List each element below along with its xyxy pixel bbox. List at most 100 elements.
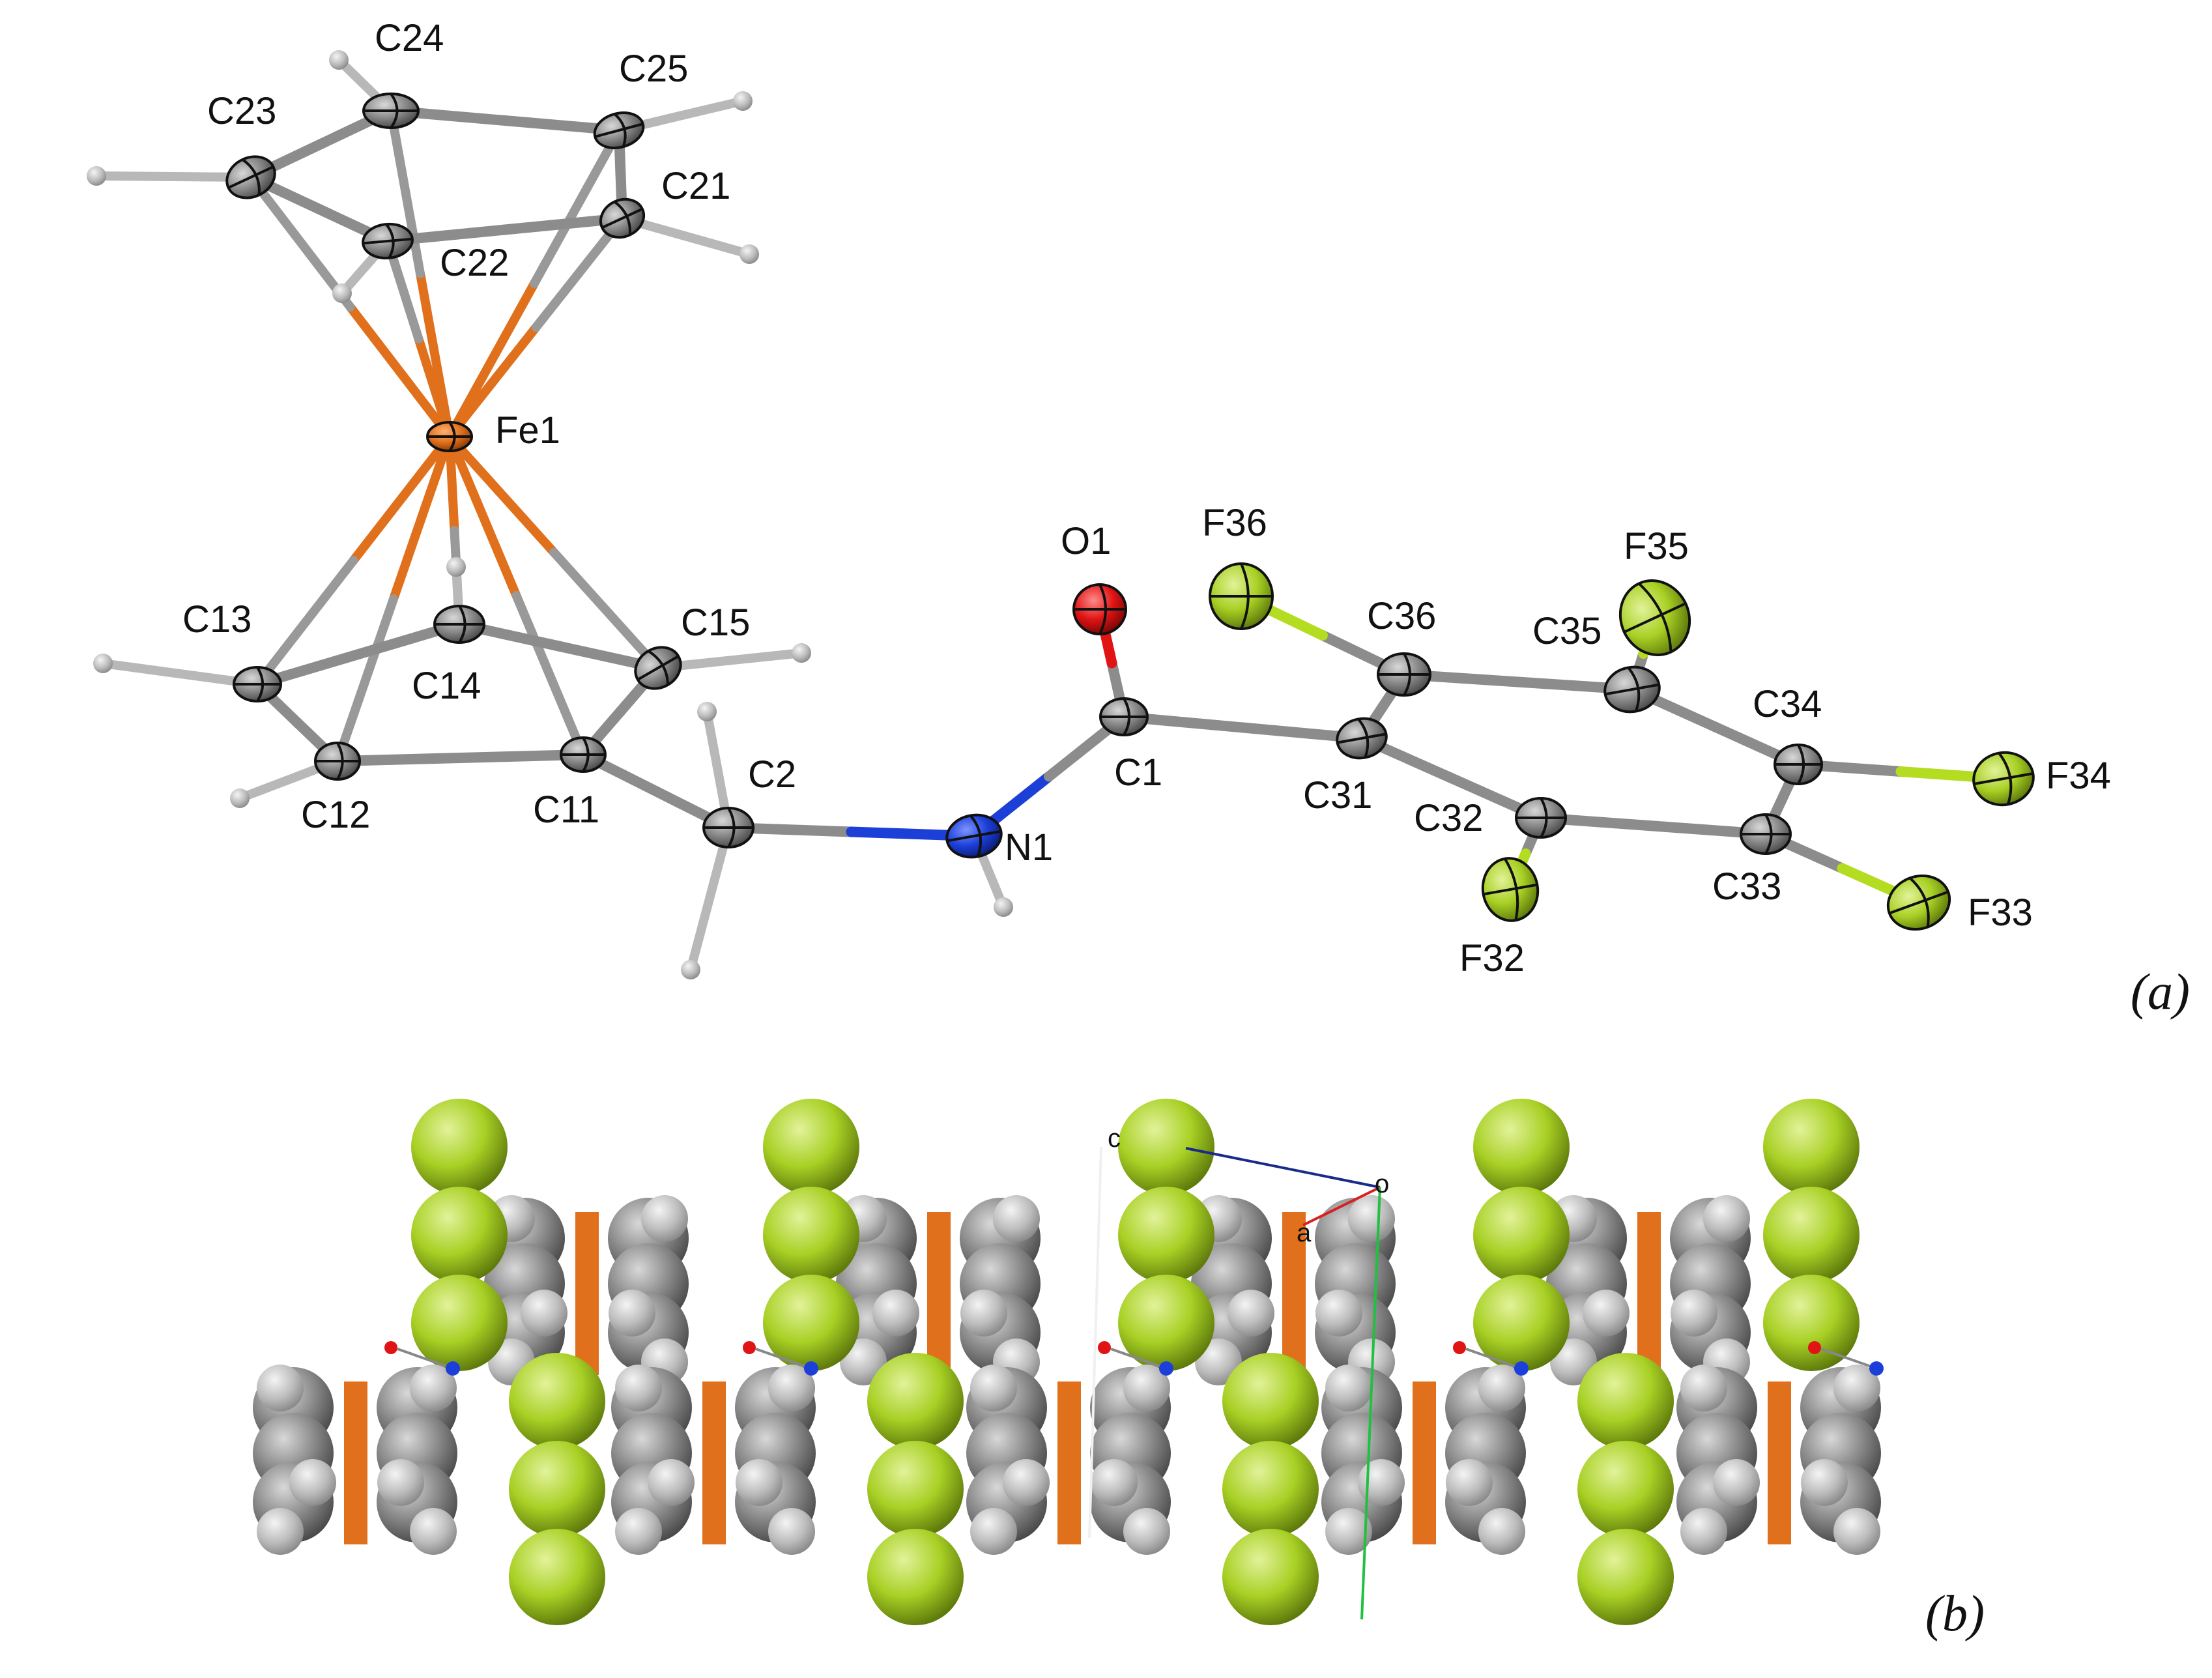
molecular-structure-panel: Fe1C21C22C23C24C25C11C12C13C14C15C2N1C1O… xyxy=(87,17,2190,1020)
bottom-ferrocene-4-hydrogen-0 xyxy=(1680,1365,1727,1411)
bottom-fluoro-stack-0-fluorine-2 xyxy=(509,1529,605,1625)
atom-f34-axis-1 xyxy=(1974,772,2033,785)
unit-cell-axes: c a o xyxy=(1088,1124,1389,1620)
atom-label-c15: C15 xyxy=(681,601,750,644)
axis-b-line xyxy=(1360,1187,1381,1620)
bottom-ferrocene-4-hydrogen-5 xyxy=(1801,1459,1848,1506)
atom-label-c21: C21 xyxy=(661,165,730,207)
atom-c2 xyxy=(702,807,754,848)
cell-edge-line xyxy=(1088,1146,1102,1539)
bottom-fluoro-stack-1-fluorine-2 xyxy=(867,1529,964,1625)
hydrogen-atoms xyxy=(87,50,1013,979)
atom-c15-axis-2 xyxy=(647,650,669,686)
crystal-packing-panel: c a o (b) xyxy=(253,1099,1985,1642)
bottom-fluoro-stack-2-fluorine-1 xyxy=(1222,1441,1319,1537)
top-fluoro-stack-3-fluorine-2 xyxy=(1473,1275,1570,1371)
atom-label-f36: F36 xyxy=(1202,502,1267,544)
bottom-ferrocene-2-hydrogen-4 xyxy=(1003,1459,1050,1506)
atom-c15 xyxy=(634,646,682,690)
atom-c13 xyxy=(233,666,282,702)
bottom-ferrocene-3-hydrogen-1 xyxy=(1325,1508,1372,1555)
atom-f32 xyxy=(1481,857,1540,922)
atom-c33 xyxy=(1740,813,1792,855)
atom-o1 xyxy=(1072,583,1127,635)
bottom-ferrocene-0-hydrogen-2 xyxy=(410,1365,457,1411)
atom-c14 xyxy=(433,605,485,644)
fe-c12-bond-carbon-half xyxy=(333,594,398,766)
atom-n1 xyxy=(945,813,1003,859)
atom-label-c11: C11 xyxy=(533,788,599,831)
atom-label-c22: C22 xyxy=(440,242,509,284)
top-ferrocene-3-hydrogen-5 xyxy=(1671,1290,1717,1337)
bottom-ferrocene-3-iron-column xyxy=(1413,1381,1436,1544)
top-fluoro-stack-1-fluorine-1 xyxy=(763,1187,859,1283)
bottom-fluoro-stack-3-fluorine-0 xyxy=(1577,1353,1674,1449)
top-ferrocene-1-hydrogen-5 xyxy=(960,1290,1007,1337)
atom-c1 xyxy=(1099,697,1149,736)
fe-c15-bond-carbon-half xyxy=(549,547,663,673)
top-fluoro-stack-0-fluorine-1 xyxy=(411,1187,508,1283)
top-fluoro-stack-3-fluorine-0 xyxy=(1473,1099,1570,1195)
atom-label-c12: C12 xyxy=(301,794,370,836)
amide-oxygen-3 xyxy=(1453,1341,1466,1354)
atom-c24 xyxy=(362,93,420,129)
hydrogen-atom-1 xyxy=(332,283,352,303)
atom-label-c2: C2 xyxy=(748,753,796,796)
packing-molecules xyxy=(253,1099,1884,1625)
atom-label-c1: C1 xyxy=(1114,751,1162,794)
atom-n1-axis-1 xyxy=(947,830,1001,843)
amide-nitrogen-4 xyxy=(1869,1361,1884,1376)
bottom-fluoro-stack-0-fluorine-1 xyxy=(509,1441,605,1537)
atom-f33-axis-2 xyxy=(1908,876,1930,927)
top-ferrocene-3-hydrogen-1 xyxy=(1550,1338,1597,1385)
atom-c35 xyxy=(1603,665,1661,714)
axis-c-line xyxy=(1185,1147,1381,1189)
atom-c22-axis-2 xyxy=(385,223,395,259)
bottom-ferrocene-2-hydrogen-0 xyxy=(970,1365,1017,1411)
fe-c24-bond-carbon-half xyxy=(386,106,425,278)
atom-c31-axis-2 xyxy=(1357,718,1370,759)
atom-c12 xyxy=(314,742,361,781)
fe-c11-bond-iron-half xyxy=(445,432,521,600)
atom-f36 xyxy=(1209,562,1274,630)
atom-label-f35: F35 xyxy=(1624,525,1689,568)
panel-a-label: (a) xyxy=(2131,963,2190,1020)
top-ferrocene-3-hydrogen-2 xyxy=(1703,1195,1750,1242)
fe-c11-bond-carbon-half xyxy=(511,591,588,759)
atom-c22 xyxy=(362,222,414,260)
hydrogen-atom-7 xyxy=(93,654,113,673)
atom-c25-axis-2 xyxy=(613,113,627,147)
bottom-fluoro-stack-1-fluorine-0 xyxy=(867,1353,964,1449)
amide-nitrogen-2 xyxy=(1159,1361,1173,1376)
top-fluoro-stack-1-fluorine-2 xyxy=(763,1275,859,1371)
atom-c2-axis-2 xyxy=(727,807,736,848)
atom-f33-axis-1 xyxy=(1889,890,1949,915)
amide-bond-0 xyxy=(397,1348,453,1370)
bottom-ferrocene-1-hydrogen-0 xyxy=(615,1365,662,1411)
fe-c25-bond-iron-half xyxy=(445,279,539,441)
atom-c24-axis-2 xyxy=(390,93,399,129)
h-bond-11 xyxy=(686,823,733,974)
bottom-fluoro-stack-3-fluorine-1 xyxy=(1577,1441,1674,1537)
bottom-ferrocene-0-hydrogen-3 xyxy=(410,1508,457,1555)
bottom-ferrocene-3-hydrogen-2 xyxy=(1478,1365,1525,1411)
atom-label-c36: C36 xyxy=(1367,595,1436,637)
amide-oxygen-0 xyxy=(384,1341,397,1354)
fe-c23-bond-carbon-half xyxy=(246,173,355,311)
bottom-ferrocene-1-hydrogen-3 xyxy=(768,1508,815,1555)
bottom-ferrocene-0-hydrogen-1 xyxy=(257,1508,304,1555)
hydrogen-atom-6 xyxy=(230,788,250,808)
atom-label-c31: C31 xyxy=(1303,774,1372,817)
amide-bond-4 xyxy=(1820,1348,1877,1370)
atom-c36 xyxy=(1377,652,1431,697)
atom-label-c33: C33 xyxy=(1712,865,1781,908)
fe-c15-bond-iron-half xyxy=(445,432,558,557)
bottom-ferrocene-0-hydrogen-0 xyxy=(257,1365,304,1411)
atom-c23-axis-1 xyxy=(227,166,274,189)
h-bond-0 xyxy=(618,214,754,259)
fe-c21-bond-carbon-half xyxy=(531,214,627,332)
amide-oxygen-1 xyxy=(743,1341,756,1354)
bottom-ferrocene-1-hydrogen-1 xyxy=(615,1508,662,1555)
amide-nitrogen-0 xyxy=(446,1361,460,1376)
top-ferrocene-2-hydrogen-1 xyxy=(1195,1338,1242,1385)
